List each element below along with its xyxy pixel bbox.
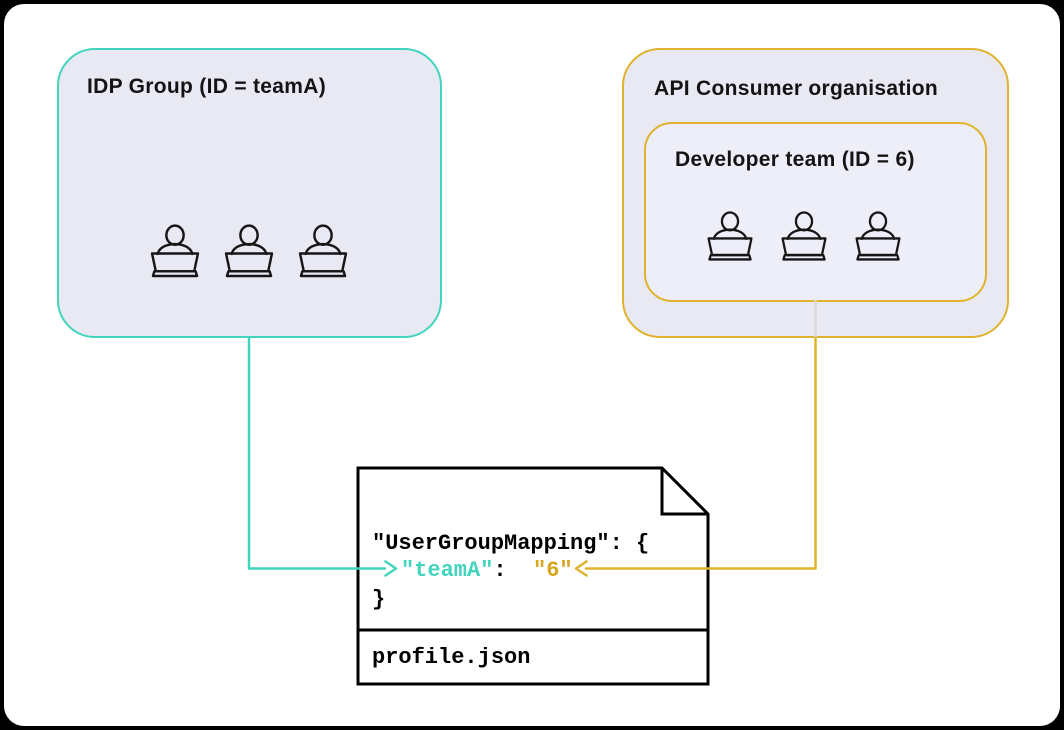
mapping-value: "6" xyxy=(533,558,573,583)
person-laptop-icon xyxy=(219,224,279,282)
api-consumer-org-box: API Consumer organisation Developer team… xyxy=(622,48,1009,338)
code-line-close: } xyxy=(372,587,386,612)
person-laptop-icon xyxy=(776,210,832,266)
person-laptop-icon xyxy=(850,210,906,266)
code-line-open: "UserGroupMapping": { xyxy=(372,531,650,556)
person-laptop-icon xyxy=(145,224,205,282)
idp-group-title: IDP Group (ID = teamA) xyxy=(87,75,326,98)
api-consumer-org-title: API Consumer organisation xyxy=(654,77,939,100)
idp-group-members xyxy=(145,224,353,282)
developer-team-members xyxy=(702,210,906,266)
document-filename: profile.json xyxy=(372,645,531,670)
code-line-mapping: "teamA": "6" xyxy=(401,558,573,584)
person-laptop-icon xyxy=(702,210,758,266)
mapping-key: "teamA" xyxy=(401,558,494,583)
mapping-separator: : xyxy=(493,558,534,583)
developer-team-box: Developer team (ID = 6) xyxy=(644,122,987,302)
developer-team-title: Developer team (ID = 6) xyxy=(675,148,915,171)
idp-group-box: IDP Group (ID = teamA) xyxy=(57,48,442,338)
person-laptop-icon xyxy=(293,224,353,282)
